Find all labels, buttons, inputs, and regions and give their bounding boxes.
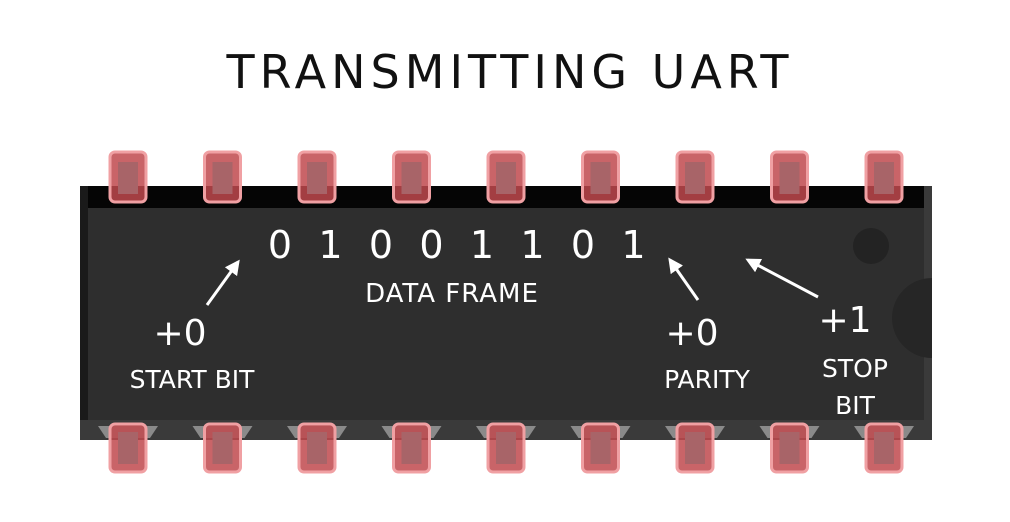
pin-core	[779, 432, 800, 464]
pin-core	[401, 432, 422, 464]
stop-bit-label-line2: BIT	[835, 391, 876, 420]
data-bit: 0	[268, 223, 292, 267]
data-bit: 1	[318, 223, 342, 267]
data-bit: 1	[520, 223, 544, 267]
pin-core	[307, 432, 327, 464]
data-bit: 1	[621, 223, 645, 267]
pin-core	[685, 432, 705, 464]
pin-core	[496, 162, 516, 194]
pin-core	[590, 432, 611, 464]
stop-bit-value: +1	[818, 300, 871, 341]
pin-core	[590, 162, 611, 194]
start-bit-value: +0	[153, 313, 206, 354]
pin-core	[779, 162, 800, 194]
start-bit-label: START BIT	[130, 365, 256, 394]
parity-value: +0	[665, 313, 718, 354]
pin-core	[118, 162, 138, 194]
pin-core	[118, 432, 138, 464]
data-bit: 0	[419, 223, 443, 267]
pin-core	[496, 432, 516, 464]
data-bit: 0	[369, 223, 393, 267]
start-arrow	[205, 259, 240, 306]
diagram-title: TRANSMITTING UART	[225, 45, 793, 99]
stop-arrow	[745, 258, 819, 299]
pin-core	[212, 432, 233, 464]
parity-label: PARITY	[664, 365, 751, 394]
data-bit: 1	[470, 223, 494, 267]
pin-core	[307, 162, 327, 194]
pin-core	[212, 162, 233, 194]
pin-core	[685, 162, 705, 194]
stop-bit-label-line1: STOP	[822, 354, 888, 383]
pin-core	[874, 432, 894, 464]
pin-core	[401, 162, 422, 194]
pin1-dot	[853, 228, 889, 264]
data-frame-label: DATA FRAME	[365, 279, 539, 309]
chip-notch	[892, 278, 932, 358]
chip-body	[80, 186, 932, 440]
data-bit: 0	[571, 223, 595, 267]
parity-arrow	[668, 257, 700, 301]
pin-core	[874, 162, 894, 194]
